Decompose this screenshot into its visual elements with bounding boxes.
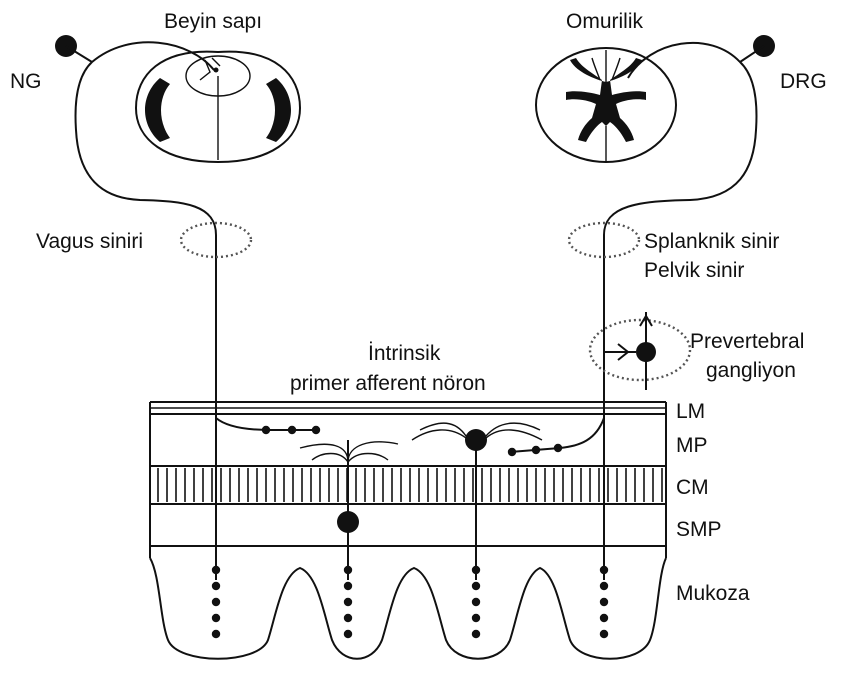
label-mp: MP [676, 434, 708, 457]
varicosity-bead [212, 566, 220, 574]
varicosity-bead [472, 598, 480, 606]
label-ng: NG [10, 70, 42, 93]
varicosity-bead [344, 598, 352, 606]
varicosity-bead [212, 614, 220, 622]
label-lm: LM [676, 400, 705, 423]
varicosity-bead [288, 426, 296, 434]
varicosity-bead [600, 598, 608, 606]
vagal-afferent-fiber [76, 42, 216, 580]
varicosity-bead [600, 566, 608, 574]
varicosity-bead [600, 582, 608, 590]
varicosity-bead [472, 566, 480, 574]
varicosity-bead [532, 446, 540, 454]
label-vagus: Vagus siniri [36, 230, 143, 253]
varicosity-bead [212, 598, 220, 606]
label-smp: SMP [676, 518, 722, 541]
circular-muscle-bars [158, 468, 662, 502]
label-mucosa: Mukoza [676, 582, 750, 605]
varicosity-bead [344, 582, 352, 590]
spinal-afferent-fiber [604, 43, 756, 580]
label-brainstem: Beyin sapı [164, 10, 262, 33]
label-spinal-cord: Omurilik [566, 10, 643, 33]
brainstem-left-tract [145, 78, 170, 142]
brainstem-right-tract [266, 78, 291, 142]
label-intrinsic-2: primer afferent nöron [290, 372, 486, 395]
varicosity-bead [508, 448, 516, 456]
varicosity-beads [212, 426, 608, 638]
varicosity-bead [212, 582, 220, 590]
label-prevertebral-1: Prevertebral [690, 330, 804, 353]
varicosity-bead [344, 614, 352, 622]
label-splanchnic: Splanknik sinir [644, 230, 779, 253]
varicosity-bead [472, 630, 480, 638]
label-drg: DRG [780, 70, 827, 93]
varicosity-bead [312, 426, 320, 434]
label-cm: CM [676, 476, 709, 499]
spinal-cord-cross-section [536, 48, 676, 162]
varicosity-bead [344, 630, 352, 638]
prevertebral-ganglion-cell [604, 312, 656, 390]
label-prevertebral-2: gangliyon [706, 359, 796, 382]
varicosity-bead [600, 630, 608, 638]
label-pelvic: Pelvik sinir [644, 259, 744, 282]
varicosity-bead [262, 426, 270, 434]
varicosity-bead [472, 582, 480, 590]
mucosa-villi-outline [150, 558, 666, 659]
varicosity-bead [212, 630, 220, 638]
gut-wall [150, 402, 666, 558]
varicosity-bead [554, 444, 562, 452]
label-intrinsic-1: İntrinsik [368, 342, 441, 365]
brainstem-cross-section [136, 52, 300, 162]
varicosity-bead [600, 614, 608, 622]
varicosity-bead [344, 566, 352, 574]
varicosity-bead [472, 614, 480, 622]
